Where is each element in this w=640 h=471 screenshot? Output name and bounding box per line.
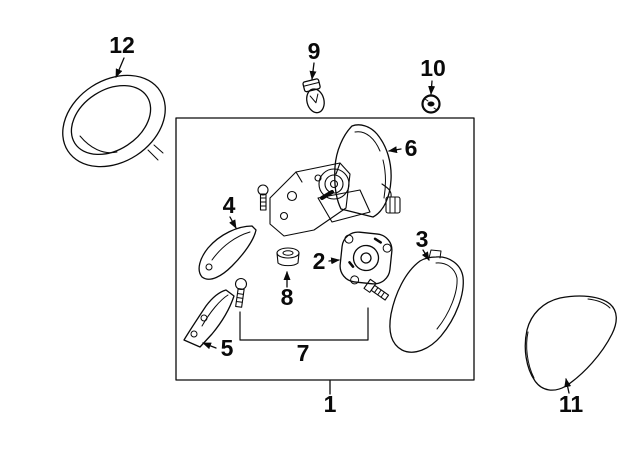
part-label-1: 1 — [324, 391, 337, 417]
part-inner-rim — [70, 84, 152, 156]
part-label-12: 12 — [109, 32, 135, 58]
holder-tab — [428, 249, 442, 259]
callout-arrow-10 — [428, 80, 436, 95]
part-2-actuator — [339, 231, 393, 285]
actuator-outline — [339, 231, 393, 285]
actuator-hub — [360, 252, 372, 264]
glass-outline — [524, 295, 617, 391]
part-3-mirror-holder — [389, 249, 464, 353]
part-detail — [79, 135, 118, 154]
connector-pins — [389, 196, 396, 214]
bracket-edges — [295, 162, 341, 183]
wire-connector — [385, 196, 401, 214]
part-6-mirror-frame — [334, 124, 401, 218]
callout-arrow-11 — [564, 378, 572, 394]
holder-outline — [389, 256, 464, 353]
frame-outline — [334, 124, 392, 218]
part-label-6: 6 — [405, 135, 418, 161]
part-11-mirror-glass — [524, 295, 617, 391]
part-label-5: 5 — [221, 335, 234, 361]
bulb-glass — [306, 88, 325, 114]
part-10-grommet — [421, 94, 441, 114]
pivot-center — [329, 179, 339, 189]
bracket-hole — [190, 330, 198, 338]
screw-left-of-group-7 — [234, 277, 248, 308]
part-outline — [62, 74, 166, 168]
part-label-10: 10 — [420, 55, 446, 81]
grommet-ring — [421, 94, 441, 114]
bracket-inner-line — [201, 294, 229, 327]
actuator-screw-hole — [350, 275, 360, 285]
screw-head — [257, 184, 269, 196]
part-5-bracket — [183, 289, 235, 348]
pivot-outer — [318, 168, 350, 200]
assembly-boundary-box — [175, 117, 475, 381]
bracket-outline — [183, 289, 235, 348]
pivot-base — [317, 189, 371, 223]
glass-edge-line — [526, 331, 535, 379]
grommet-body — [276, 252, 300, 267]
mirror-pivot-assembly — [317, 168, 371, 223]
bulb-base — [302, 78, 321, 93]
actuator-ring — [352, 244, 380, 272]
part-label-11: 11 — [559, 391, 584, 417]
grommet-top-inner — [282, 250, 294, 256]
part-label-8: 8 — [281, 284, 294, 310]
bracket-hole — [314, 174, 322, 182]
actuator-slots — [348, 237, 382, 268]
part-label-4: 4 — [223, 192, 236, 218]
frame-inner-line — [354, 131, 386, 199]
part-label-2: 2 — [313, 248, 326, 274]
callout-arrow-4 — [229, 216, 237, 229]
callout-bracket-7 — [239, 307, 369, 341]
bulb-filament — [309, 93, 319, 104]
cover-inner-line — [211, 231, 251, 261]
callout-arrow-6 — [388, 146, 402, 154]
grommet-hatch — [424, 98, 438, 111]
diagram-labels: 1 2 3 4 5 6 7 8 9 10 11 12 — [109, 32, 583, 417]
mirror-base-bracket — [269, 162, 351, 237]
grommet-top — [276, 247, 300, 259]
bracket-hole — [200, 314, 208, 322]
part-label-3: 3 — [416, 226, 429, 252]
bracket-hole — [286, 190, 298, 202]
actuator-screw-hole — [382, 243, 392, 253]
screw-head — [234, 277, 248, 291]
pivot-mid — [324, 174, 344, 194]
wire-lead — [381, 183, 392, 198]
bracket-outline — [269, 162, 351, 237]
callout-arrow-2 — [328, 257, 340, 265]
part-9-bulb — [302, 78, 325, 114]
grommet-center — [427, 101, 435, 107]
callout-arrow-9 — [309, 62, 317, 80]
part-12-mirror-cover — [62, 74, 166, 168]
screw-threads — [260, 197, 267, 207]
callout-arrow-5 — [202, 342, 217, 350]
bolt-threads — [373, 287, 385, 298]
screw-upper — [257, 184, 269, 211]
callout-arrow-3 — [421, 249, 430, 261]
cover-outline — [198, 225, 257, 280]
bulb-base-line — [303, 81, 320, 87]
part-tab-detail — [147, 144, 164, 161]
bolt-right-of-group-7 — [363, 278, 390, 301]
actuator-screw-hole — [344, 234, 354, 244]
callout-arrow-12 — [115, 57, 125, 78]
part-label-9: 9 — [308, 38, 321, 64]
part-label-7: 7 — [297, 340, 310, 366]
part-4-cover — [198, 225, 257, 280]
screw-threads — [235, 293, 244, 303]
diagram-linework — [62, 57, 617, 395]
cover-hole — [205, 263, 213, 271]
screw-shaft-group — [235, 288, 245, 308]
bracket-hole — [279, 211, 289, 221]
part-8-grommet — [276, 247, 300, 267]
holder-inner-line — [435, 262, 458, 330]
glass-highlight — [587, 298, 611, 309]
actuator-body — [339, 231, 393, 285]
